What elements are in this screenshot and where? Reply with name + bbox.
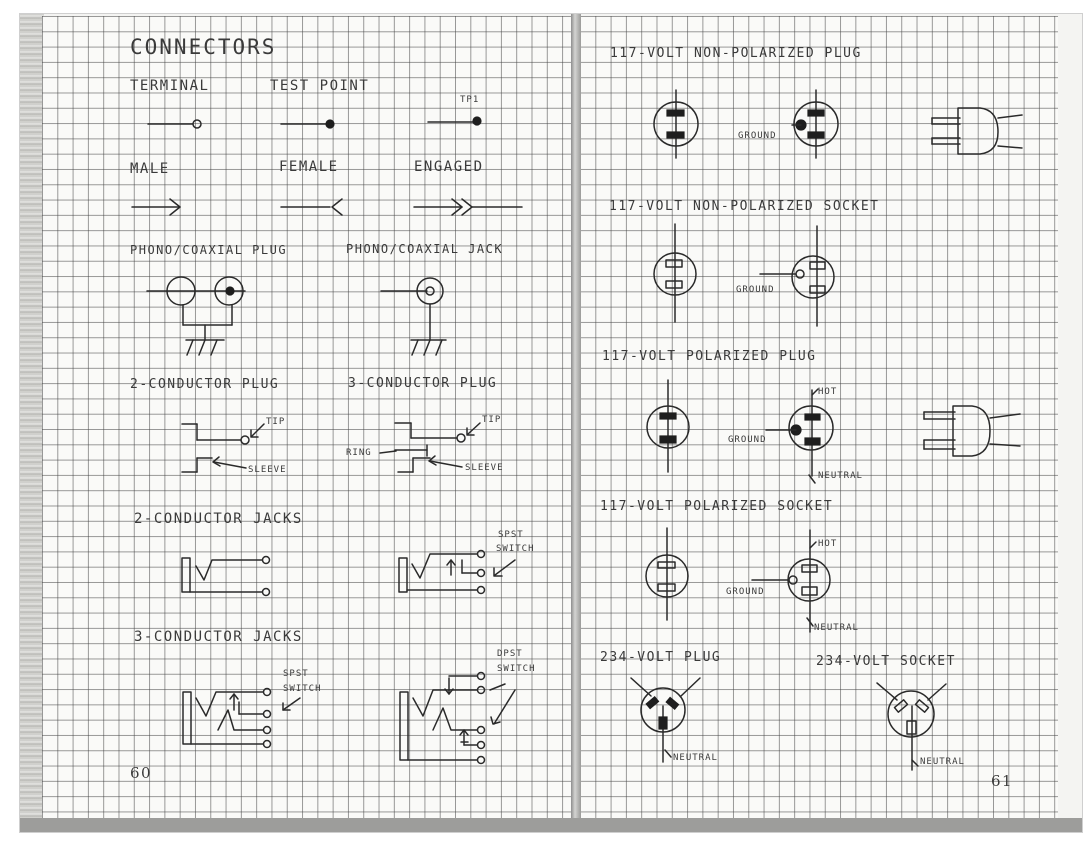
page-title: CONNECTORS [130, 35, 277, 59]
v234-socket-symbol [876, 682, 947, 771]
male-label: MALE [130, 161, 170, 177]
left-page [42, 16, 572, 820]
p-plug-symbol-2 [765, 389, 834, 477]
p-socket-label: 117-VOLT POLARIZED SOCKET [600, 499, 834, 514]
phono-jack-symbol [380, 277, 447, 356]
p-socket-symbol-1 [645, 527, 689, 621]
p-plug-side-view [923, 405, 1021, 457]
dpst-label-line1: DPST [497, 649, 523, 659]
np-plug-label: 117-VOLT NON-POLARIZED PLUG [610, 46, 862, 61]
sleeve-label-2c: SLEEVE [248, 465, 287, 475]
notebook-spine [571, 14, 581, 832]
spst-label-b-line1: SPST [283, 669, 309, 679]
two-conductor-plug-symbol [181, 423, 265, 473]
np-plug-symbol-2 [791, 89, 839, 159]
np-socket-symbol-1 [653, 223, 697, 323]
three-conductor-jack-dpst-symbol [399, 671, 516, 765]
page-bottom-edge [20, 818, 1082, 832]
sleeve-label-3c: SLEEVE [465, 463, 504, 473]
neutral-label-234-socket: NEUTRAL [920, 757, 965, 767]
v234-plug-label: 234-VOLT PLUG [600, 650, 722, 665]
np-plug-side-view [931, 107, 1023, 155]
hot-label-p-plug: HOT [818, 387, 838, 397]
np-socket-symbol-2 [759, 225, 835, 327]
male-symbol [131, 198, 181, 216]
three-conductor-plug-label: 3-CONDUCTOR PLUG [348, 376, 498, 391]
ground-label-np-plug: GROUND [738, 131, 777, 141]
neutral-label-234-plug: NEUTRAL [673, 753, 718, 763]
ring-label-3c: RING [346, 448, 372, 458]
engaged-label: ENGAGED [414, 159, 484, 175]
female-symbol [280, 198, 343, 216]
spst-label-a-line2: SWITCH [496, 544, 535, 554]
tip-label-2c: TIP [266, 417, 286, 427]
p-plug-label: 117-VOLT POLARIZED PLUG [602, 349, 817, 364]
three-conductor-jacks-label: 3-CONDUCTOR JACKS [134, 629, 303, 645]
v234-plug-symbol [630, 677, 701, 763]
test-point-symbol [280, 119, 335, 129]
two-conductor-jack-spst-symbol [398, 549, 516, 595]
terminal-symbol [147, 119, 202, 129]
neutral-label-p-plug: NEUTRAL [818, 471, 863, 481]
two-conductor-jack-symbol [181, 555, 271, 597]
terminal-label: TERMINAL [130, 78, 210, 94]
two-conductor-plug-label: 2-CONDUCTOR PLUG [130, 377, 280, 392]
np-plug-symbol-1 [653, 89, 699, 159]
three-conductor-plug-symbol [379, 422, 481, 473]
female-label: FEMALE [279, 159, 339, 175]
engaged-symbol [413, 198, 523, 216]
spst-label-a-line1: SPST [498, 530, 524, 540]
tp1-label: TP1 [460, 95, 480, 105]
ground-label-np-socket: GROUND [736, 285, 775, 295]
right-page-number: 61 [991, 772, 1014, 790]
ground-label-p-socket: GROUND [726, 587, 765, 597]
left-page-number: 60 [130, 764, 153, 782]
tp1-symbol [427, 116, 482, 126]
phono-plug-symbol [146, 276, 246, 356]
neutral-label-p-socket: NEUTRAL [814, 623, 859, 633]
binding-edge [20, 14, 44, 832]
phono-jack-label: PHONO/COAXIAL JACK [346, 242, 504, 256]
ground-label-p-plug: GROUND [728, 435, 767, 445]
p-plug-symbol-1 [646, 379, 690, 473]
hot-label-p-socket: HOT [818, 539, 838, 549]
spst-label-b-line2: SWITCH [283, 684, 322, 694]
np-socket-label: 117-VOLT NON-POLARIZED SOCKET [609, 199, 880, 214]
tip-label-3c: TIP [482, 415, 502, 425]
right-page-arrows [664, 388, 919, 767]
three-conductor-jack-spst-symbol [182, 687, 301, 749]
two-conductor-jacks-label: 2-CONDUCTOR JACKS [134, 511, 303, 527]
test-point-label: TEST POINT [270, 78, 370, 94]
phono-plug-label: PHONO/COAXIAL PLUG [130, 243, 288, 257]
v234-socket-label: 234-VOLT SOCKET [816, 654, 956, 669]
dpst-label-line2: SWITCH [497, 664, 536, 674]
